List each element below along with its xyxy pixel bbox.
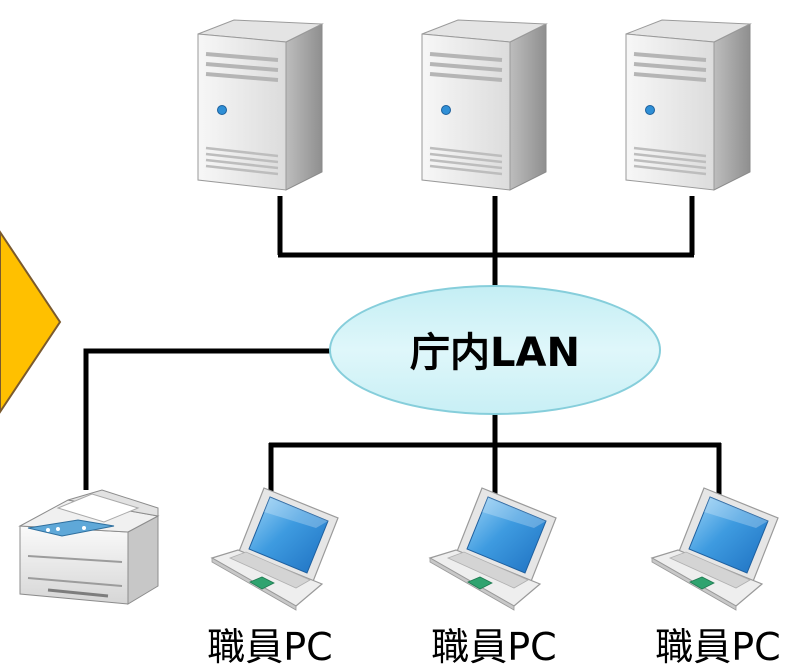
multifunction-printer-icon bbox=[18, 489, 160, 605]
laptop-icon bbox=[651, 487, 779, 611]
arrow-shape bbox=[0, 230, 62, 414]
server-icon bbox=[420, 18, 548, 192]
pc-3-label: 職員PC bbox=[655, 625, 780, 669]
lan-cloud: 庁内LAN bbox=[329, 285, 661, 415]
pc-3: 職員PC bbox=[651, 487, 781, 669]
printer-link bbox=[83, 348, 336, 490]
server-icon bbox=[624, 18, 752, 192]
lan-ellipse bbox=[329, 285, 661, 415]
pc-2: 職員PC bbox=[429, 487, 557, 669]
pc-2-label: 職員PC bbox=[431, 625, 556, 669]
server-icon bbox=[196, 18, 324, 192]
laptop-icon bbox=[429, 487, 557, 611]
connection-lines bbox=[83, 196, 722, 500]
server-1 bbox=[196, 18, 324, 192]
pc-1-label: 職員PC bbox=[207, 625, 332, 669]
lan-label: 庁内LAN bbox=[410, 330, 580, 376]
server-2 bbox=[420, 18, 548, 192]
laptop-icon bbox=[211, 487, 339, 611]
server-3 bbox=[624, 18, 752, 192]
pc-1: 職員PC bbox=[207, 487, 339, 669]
